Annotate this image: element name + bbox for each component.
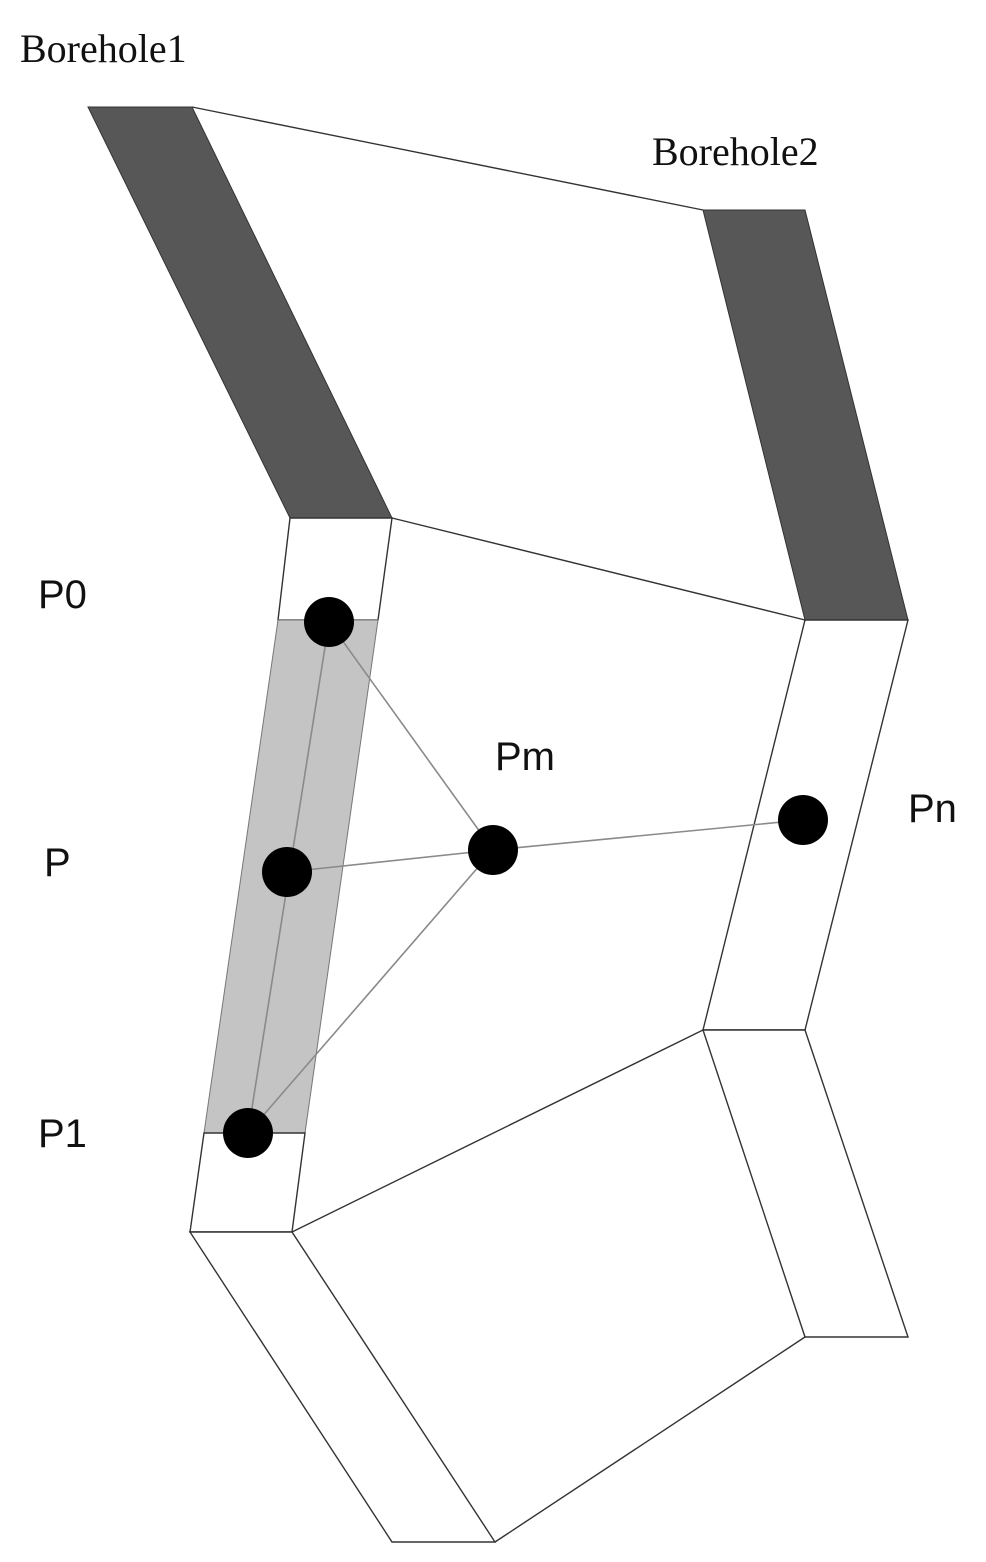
point-pm-label: Pm [495, 735, 555, 779]
lower-boundary-line [291, 1029, 704, 1233]
borehole2-dark-segment [702, 209, 909, 621]
point-pm-marker [468, 825, 518, 875]
point-pn-label: Pn [908, 787, 957, 831]
points [223, 597, 828, 1158]
borehole2-column [702, 209, 909, 1338]
middle-boundary-line [391, 517, 806, 621]
borehole1-bottom-segment [188, 1231, 497, 1543]
point-p0-marker [304, 597, 354, 647]
point-p-label: P [44, 841, 71, 885]
layer-boundaries [191, 106, 806, 1543]
point-p0-label: P0 [38, 573, 87, 617]
borehole1-dark-segment [87, 106, 393, 519]
point-pn-marker [778, 795, 828, 845]
link-p-pm [286, 849, 494, 873]
point-p1-label: P1 [38, 1112, 87, 1156]
link-p1-pm [247, 849, 494, 1134]
point-p-marker [262, 847, 312, 897]
labels: Borehole1 Borehole2 P0 P P1 Pm Pn [20, 26, 957, 1156]
point-p1-marker [223, 1108, 273, 1158]
borehole1-label: Borehole1 [20, 26, 187, 71]
link-pm-pn [492, 819, 804, 851]
top-boundary-line [191, 106, 704, 211]
borehole2-bottom-segment [702, 1029, 909, 1338]
borehole1-column [87, 106, 497, 1543]
borehole2-label: Borehole2 [652, 129, 819, 174]
bottom-boundary-line [494, 1336, 806, 1543]
link-p0-pm [328, 621, 494, 851]
